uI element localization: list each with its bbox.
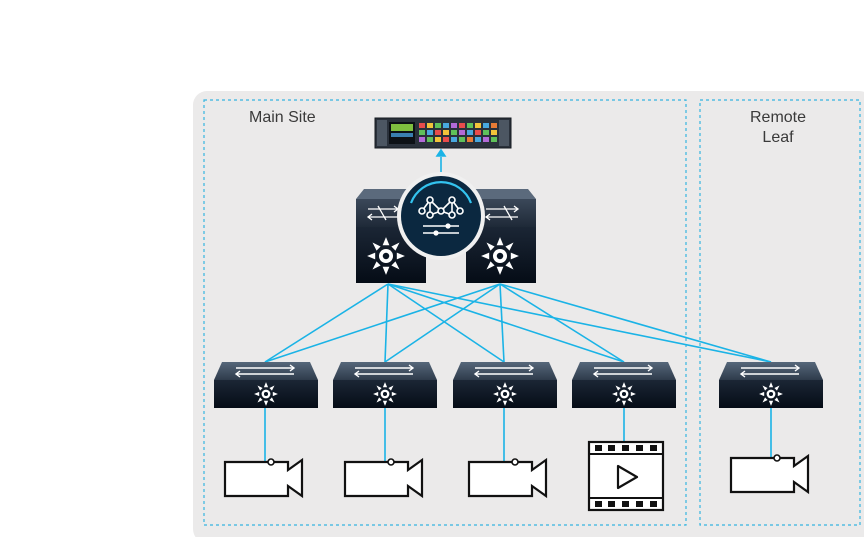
remote-leaf-zone [699,99,861,526]
link [384,283,501,363]
leaf-switch-icon [719,362,823,408]
video-player-icon [587,440,665,512]
link [264,283,501,363]
link [387,283,625,363]
main-site-zone [203,99,687,526]
link [499,283,772,363]
leaf-switch-icon [333,362,437,408]
link [499,283,625,363]
remote-leaf-label-line2: Leaf [762,129,794,146]
link [387,283,772,363]
fabric-controller-icon [397,172,485,260]
spine-switch-icon [466,189,536,283]
remote-leaf-label-line1: Remote [749,109,807,126]
link [499,283,505,363]
leaf-switch-icon [572,362,676,408]
link [384,283,389,363]
main-site-label: Main Site [249,109,316,126]
remote-leaf-label: Remote Leaf [738,108,818,148]
link [387,283,505,363]
link [264,283,389,363]
leaf-switch-icon [214,362,318,408]
leaf-switch-icon [453,362,557,408]
broadcast-controller-panel-icon [374,117,512,149]
